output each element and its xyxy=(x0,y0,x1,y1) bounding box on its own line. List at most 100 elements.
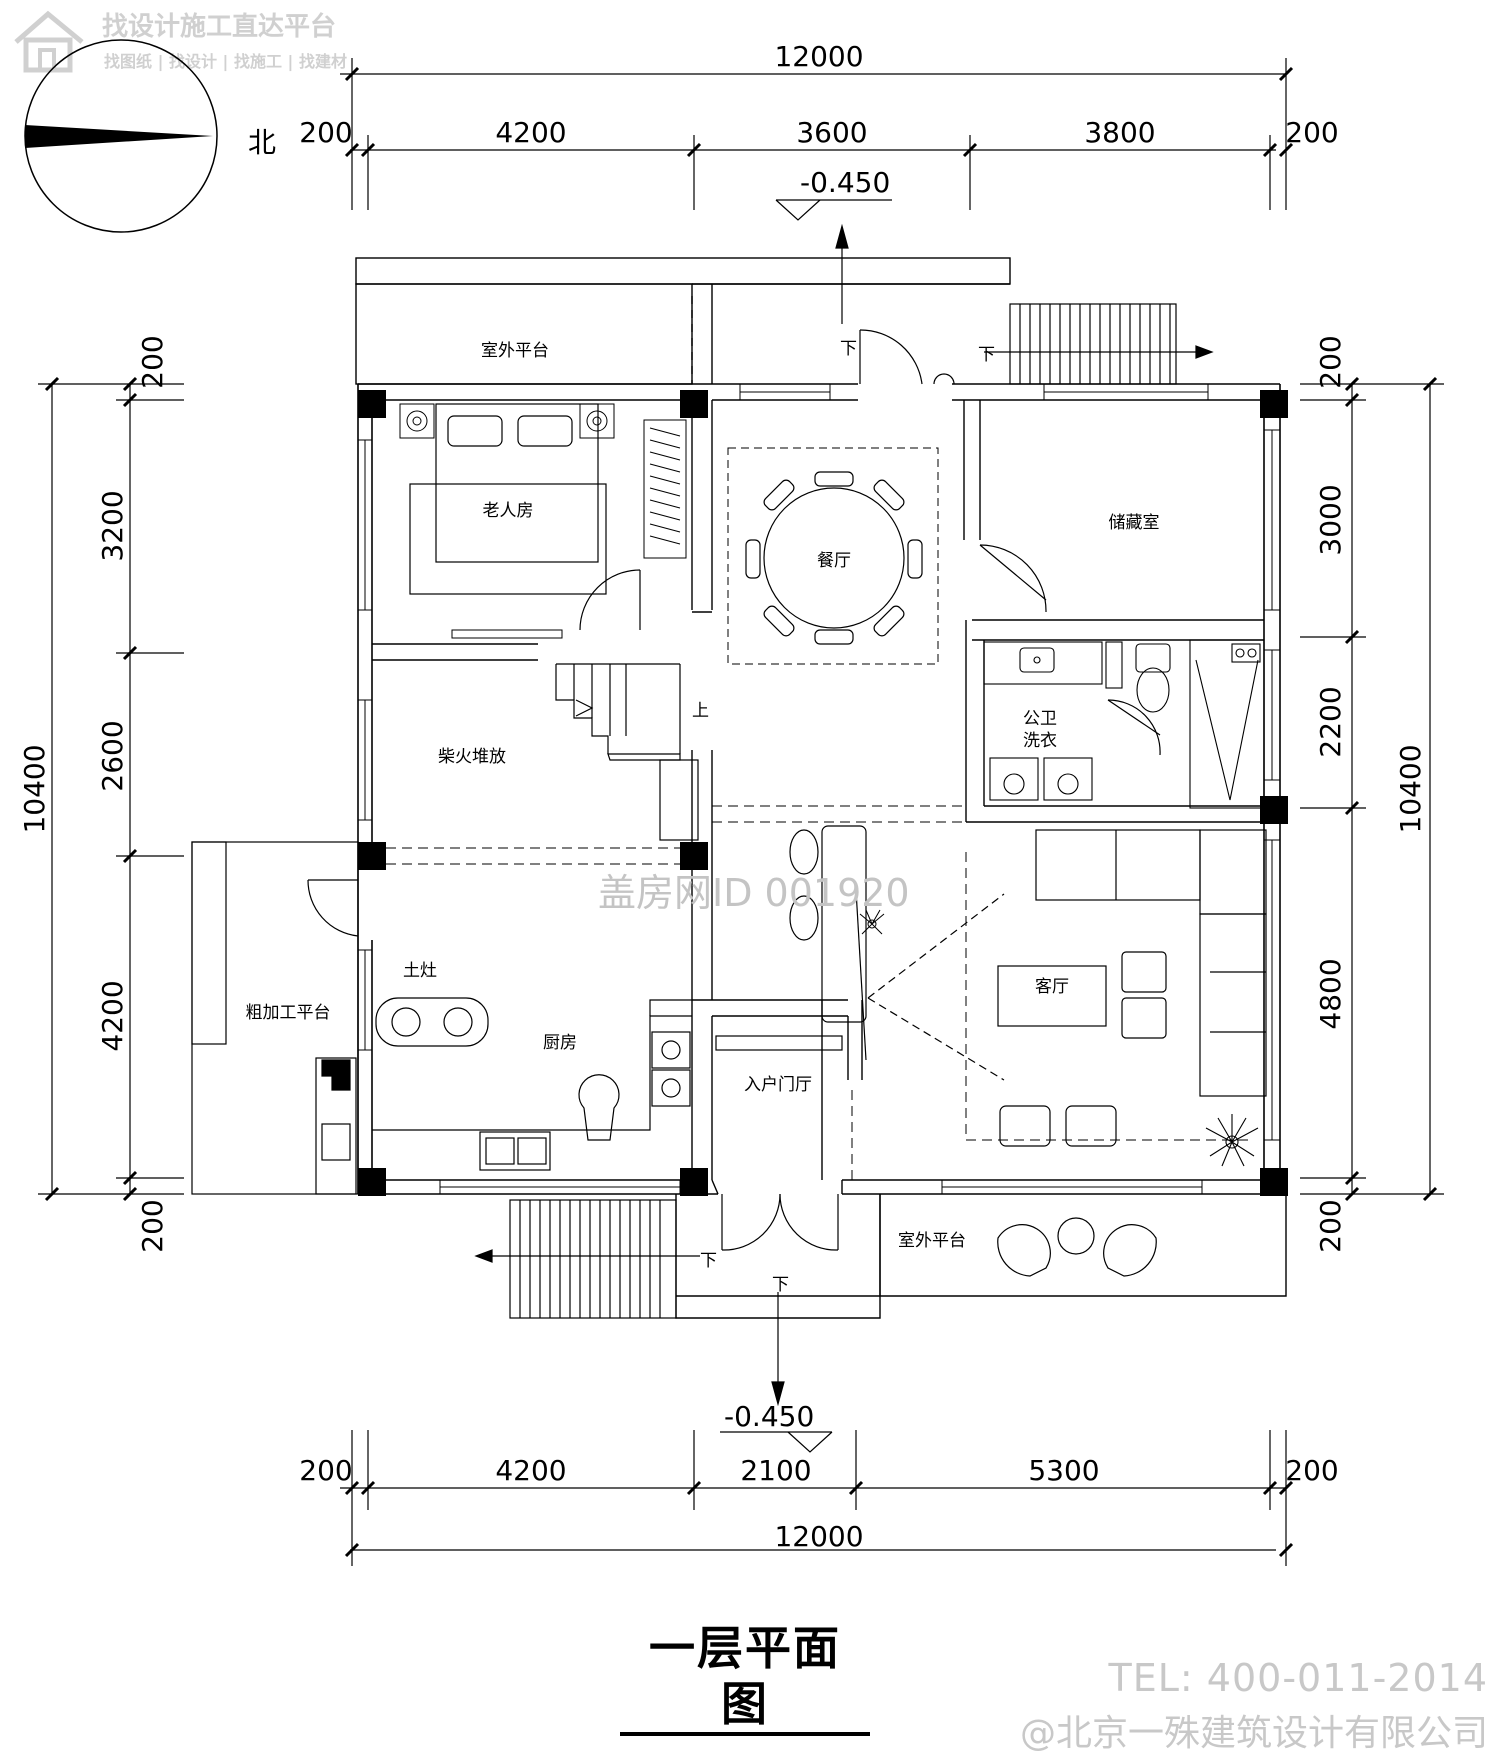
tv-cabinet-icon xyxy=(451,629,563,639)
watermark-center: 盖房网ID 001920 xyxy=(598,871,910,915)
entrance-hall xyxy=(715,825,867,1061)
armchair-icon-2 xyxy=(1065,1105,1117,1147)
bar-stool-icon-2 xyxy=(789,895,819,941)
washbasin-icon xyxy=(1019,647,1055,673)
top-dimension-1: 200 xyxy=(299,116,352,149)
room-outdoor-terrace-north: 室外平台 xyxy=(481,341,549,361)
room-outdoor-terrace-south: 室外平台 xyxy=(898,1231,966,1251)
level-marker-north: -0.450 xyxy=(775,166,892,221)
left-dimension-1: 200 xyxy=(136,335,169,388)
bottom-dimension-4: 5300 xyxy=(1028,1454,1099,1487)
north-arrow-pointer-icon xyxy=(25,125,213,148)
right-dimension-5: 200 xyxy=(1314,1199,1347,1252)
north-label: 北 xyxy=(248,126,276,159)
potted-plant-icon-2 xyxy=(859,909,885,935)
room-rough-processing: 粗加工平台 xyxy=(246,1003,331,1023)
round-dining-table-icon xyxy=(745,471,923,645)
room-living: 客厅 xyxy=(1035,977,1069,997)
left-dimension-2: 3200 xyxy=(96,490,129,561)
dashed-openings xyxy=(386,298,1250,1180)
stair-down-label-sw: 下 xyxy=(700,1251,717,1271)
ottoman-icon-2 xyxy=(1121,997,1167,1039)
right-total-dimension: 10400 xyxy=(1394,744,1427,833)
stair-down-label-south: 下 xyxy=(772,1275,789,1295)
bottom-dimension-lines xyxy=(340,1430,1294,1566)
room-public-bath: 公卫 xyxy=(1023,709,1057,729)
rough-processing-platform xyxy=(191,841,359,1195)
stair-down-label-north: 下 xyxy=(840,339,857,359)
structural-columns xyxy=(358,390,1288,1196)
northeast-stair xyxy=(984,303,1214,385)
mop-sink-icon xyxy=(321,1123,351,1161)
north-arrow: 北 xyxy=(24,39,276,233)
chef-figure-icon xyxy=(578,1074,620,1141)
wardrobe-icon xyxy=(643,419,687,559)
living-room-furniture xyxy=(867,829,1267,1147)
top-dimension-4: 3800 xyxy=(1084,116,1155,149)
toilet-tank-icon xyxy=(1135,643,1171,673)
interior-stair xyxy=(555,663,681,761)
watermark-logo-subtitle: 找图纸 | 找设计 | 找施工 | 找建材 xyxy=(104,52,347,71)
double-bed-icon xyxy=(409,403,607,595)
right-dimension-1: 200 xyxy=(1314,335,1347,388)
stair-up-label: 上 xyxy=(692,701,709,721)
bottom-dimension-5: 200 xyxy=(1285,1454,1338,1487)
bottom-dimension-1: 200 xyxy=(299,1454,352,1487)
left-dimension-3: 2600 xyxy=(96,720,129,791)
bottom-total-dimension: 12000 xyxy=(774,1520,863,1553)
room-storage: 储藏室 xyxy=(1109,513,1160,533)
north-entrance-arrow-icon xyxy=(835,223,849,324)
armchair-icon xyxy=(999,1105,1051,1147)
washing-machine-icon xyxy=(989,757,1039,801)
left-dimension-5: 200 xyxy=(136,1199,169,1252)
coffee-table-icon xyxy=(997,965,1107,1027)
sofa-icon xyxy=(1035,829,1201,901)
label-earth-stove: 土灶 xyxy=(403,961,437,981)
bath-fixtures xyxy=(983,639,1265,809)
kitchen-sink-icon xyxy=(479,1131,551,1171)
left-total-dimension: 10400 xyxy=(18,744,51,833)
kitchen-counters xyxy=(372,999,692,1171)
shower-icon xyxy=(1189,639,1265,809)
room-kitchen: 厨房 xyxy=(543,1033,577,1053)
bottom-dimension-3: 2100 xyxy=(740,1454,811,1487)
south-terrace xyxy=(675,1194,1287,1319)
drawing-title: 一层平面图 xyxy=(620,1620,870,1736)
watermark-logo-title: 找设计施工直达平台 xyxy=(102,12,337,42)
right-dimension-2: 3000 xyxy=(1314,484,1347,555)
top-total-dimension: 12000 xyxy=(774,40,863,73)
room-dining: 餐厅 xyxy=(817,551,851,571)
right-dimension-lines xyxy=(1300,376,1444,1202)
room-laundry: 洗衣 xyxy=(1023,731,1057,751)
side-sofa-icon xyxy=(1199,913,1267,1097)
top-dimension-lines xyxy=(340,58,1294,210)
room-firewood: 柴火堆放 xyxy=(438,747,506,767)
watermark-company: @北京一殊建筑设计有限公司 xyxy=(1019,1713,1488,1754)
bottom-dimension-2: 4200 xyxy=(495,1454,566,1487)
room-entrance-hall: 入户门厅 xyxy=(744,1075,812,1095)
nightstand-lamp-icon xyxy=(399,403,615,439)
top-dimension-2: 4200 xyxy=(495,116,566,149)
potted-plant-icon xyxy=(1205,1114,1259,1167)
south-entrance-arrow-icon xyxy=(771,1292,785,1407)
room-elderly: 老人房 xyxy=(483,501,534,521)
gas-stove-icon xyxy=(651,1031,691,1069)
left-dimension-lines xyxy=(38,376,184,1202)
north-terrace xyxy=(355,257,1011,385)
left-dimension-4: 4200 xyxy=(96,980,129,1051)
drawing-title-block: 一层平面图 xyxy=(620,1620,870,1736)
doors xyxy=(307,329,1161,1251)
watermark-tel: TEL: 400-011-2014 xyxy=(1108,1656,1488,1700)
top-dimension-3: 3600 xyxy=(796,116,867,149)
right-dimension-3: 2200 xyxy=(1314,686,1347,757)
dining-rug-outline xyxy=(727,447,939,665)
washing-machine-icon-2 xyxy=(1043,757,1093,801)
right-dimension-4: 4800 xyxy=(1314,958,1347,1029)
side-table-icon xyxy=(1057,1217,1095,1255)
top-dimension-5: 200 xyxy=(1285,116,1338,149)
terrace-lounge-chairs-icon xyxy=(997,1217,1157,1277)
bar-stool-icon xyxy=(789,829,819,875)
shoe-cabinet-icon xyxy=(715,1035,843,1051)
level-north-text: -0.450 xyxy=(800,166,890,199)
